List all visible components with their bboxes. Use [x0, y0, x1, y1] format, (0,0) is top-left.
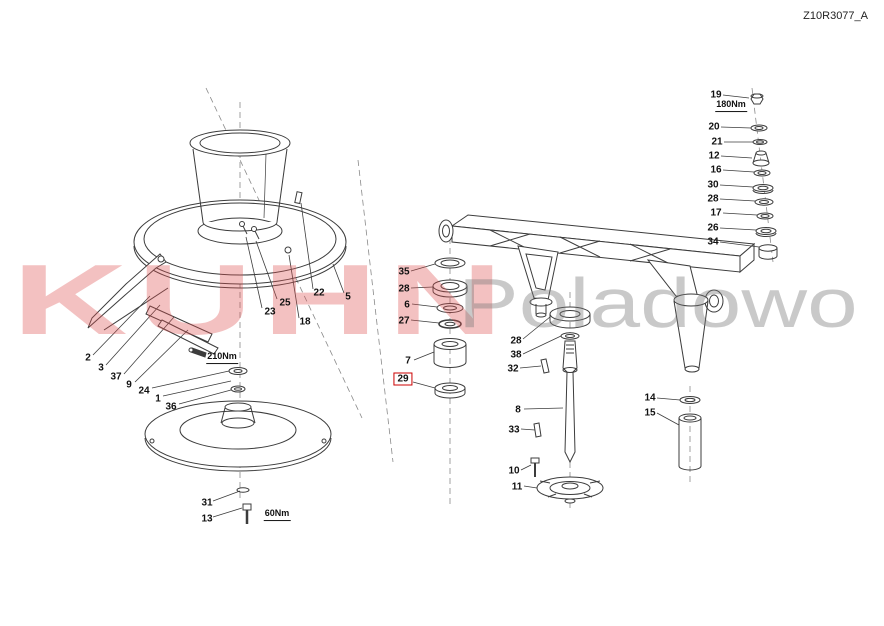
leader-lines — [92, 94, 760, 518]
part-callout[interactable]: 14 — [644, 392, 656, 404]
torque-callout[interactable]: 60Nm — [263, 508, 291, 521]
part-callout[interactable]: 13 — [201, 513, 213, 525]
part-callout[interactable]: 1 — [155, 393, 161, 405]
frame-beam — [438, 214, 756, 313]
part-callout[interactable]: 11 — [511, 481, 523, 493]
rotor-drum — [189, 129, 303, 232]
part-callout-selected[interactable]: 29 — [393, 372, 413, 386]
bottom-bolt — [236, 487, 252, 524]
part-callout[interactable]: 22 — [313, 287, 325, 299]
part-callout[interactable]: 23 — [264, 306, 276, 318]
part-callout[interactable]: 37 — [110, 371, 122, 383]
part-callout[interactable]: 28 — [510, 335, 522, 347]
part-callout[interactable]: 15 — [644, 407, 656, 419]
sleeve-cylinder — [678, 396, 702, 471]
part-callout[interactable]: 26 — [707, 222, 719, 234]
part-callout[interactable]: 17 — [710, 207, 722, 219]
saucer-studs — [239, 221, 292, 254]
part-callout[interactable]: 10 — [508, 465, 520, 477]
frame-right-leg — [646, 259, 709, 373]
part-callout[interactable]: 9 — [126, 379, 132, 391]
part-callout[interactable]: 6 — [404, 299, 410, 311]
bearing-stack-left — [432, 257, 468, 399]
drawing-id: Z10R3077_A — [803, 10, 868, 22]
part-callout[interactable]: 7 — [405, 355, 411, 367]
part-callout[interactable]: 21 — [711, 136, 723, 148]
spindle-assembly — [530, 306, 604, 504]
part-callout[interactable]: 2 — [85, 352, 91, 364]
small-washers — [228, 367, 248, 393]
part-callout[interactable]: 27 — [398, 315, 410, 327]
part-callout[interactable]: 34 — [707, 236, 719, 248]
part-callout[interactable]: 18 — [299, 316, 311, 328]
part-callout[interactable]: 36 — [165, 401, 177, 413]
part-callout[interactable]: 20 — [708, 121, 720, 133]
part-callout[interactable]: 8 — [515, 404, 521, 416]
cutting-disc — [144, 400, 332, 472]
part-callout[interactable]: 28 — [398, 283, 410, 295]
part-callout[interactable]: 12 — [708, 150, 720, 162]
part-callout[interactable]: 5 — [345, 291, 351, 303]
part-callout[interactable]: 3 — [98, 362, 104, 374]
part-callout[interactable]: 32 — [507, 363, 519, 375]
part-callout[interactable]: 31 — [201, 497, 213, 509]
frame-left-leg — [517, 245, 559, 318]
part-callout[interactable]: 24 — [138, 385, 150, 397]
part-callout[interactable]: 16 — [710, 164, 722, 176]
part-callout[interactable]: 28 — [707, 193, 719, 205]
torque-callout[interactable]: 210Nm — [206, 351, 238, 364]
part-callout[interactable]: 35 — [398, 266, 410, 278]
part-callout[interactable]: 19 — [710, 89, 722, 101]
skid-brackets — [145, 305, 219, 358]
part-callout[interactable]: 30 — [707, 179, 719, 191]
support-arm — [87, 253, 169, 331]
part-callout[interactable]: 33 — [508, 424, 520, 436]
torque-callout[interactable]: 180Nm — [715, 99, 747, 112]
fastener-stack-right — [750, 93, 778, 260]
part-callout[interactable]: 25 — [279, 297, 291, 309]
saucer-disc — [133, 199, 347, 289]
part-callout[interactable]: 38 — [510, 349, 522, 361]
